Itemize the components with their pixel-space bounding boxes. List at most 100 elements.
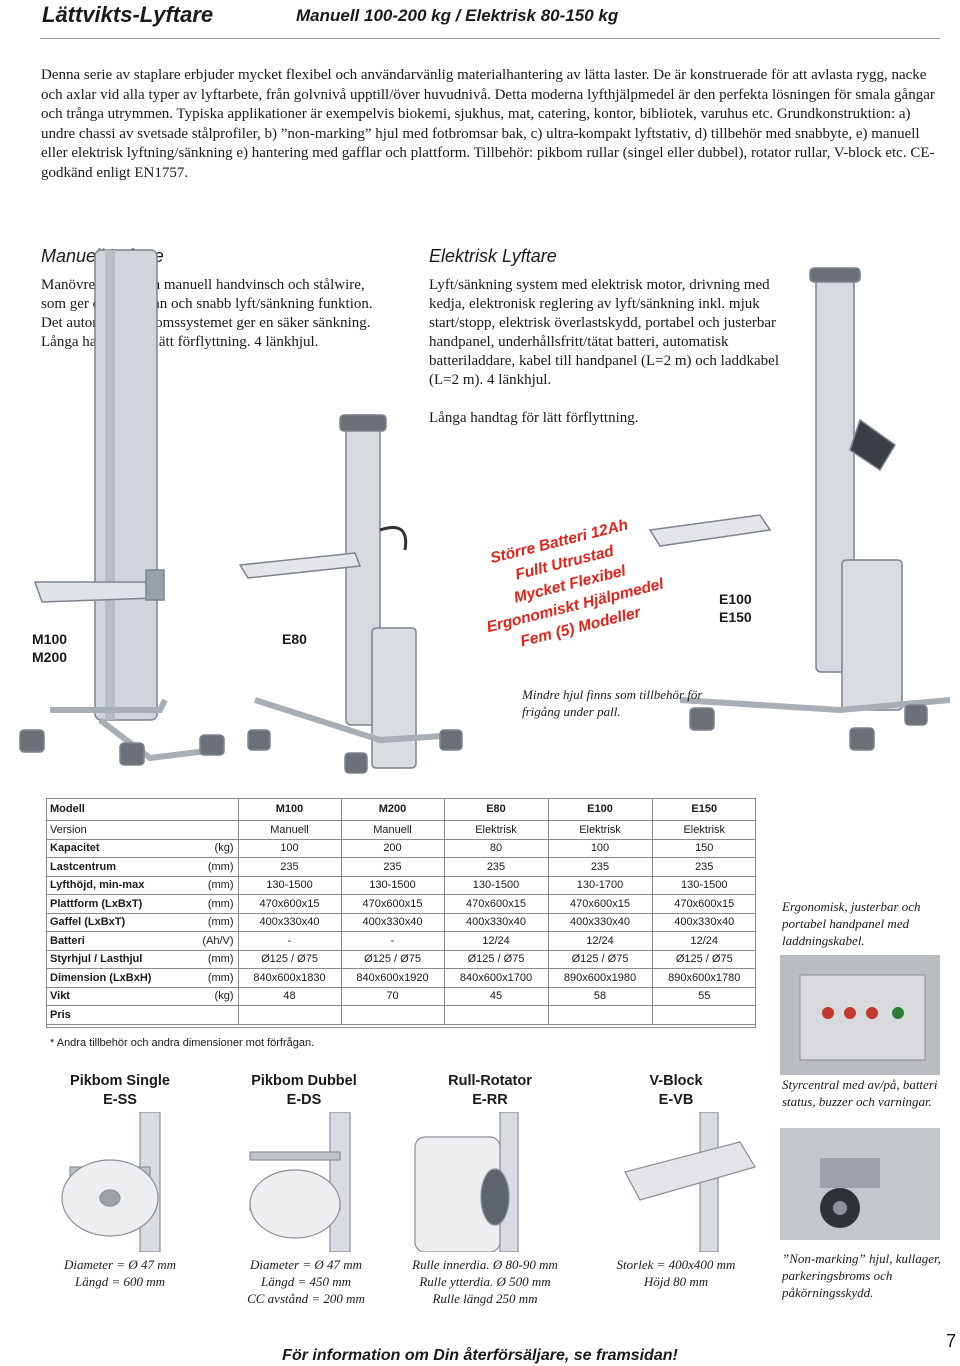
table-cell: 235 bbox=[237, 857, 341, 877]
table-cell: 235 bbox=[651, 857, 756, 877]
table-row-label: Styrhjul / Lasthjul bbox=[46, 950, 186, 969]
table-row-label: Plattform (LxBxT) bbox=[46, 894, 186, 914]
product-illustration bbox=[19, 249, 951, 774]
table-row-unit: (kg) bbox=[186, 839, 238, 858]
table-row-unit: (Ah/V) bbox=[186, 931, 238, 951]
accessory-desc-double: Diameter = Ø 47 mm Längd = 450 mm CC avs… bbox=[247, 1257, 365, 1306]
table-cell: 100 bbox=[547, 839, 652, 858]
table-cell: 100 bbox=[237, 839, 341, 858]
table-row: Pris bbox=[46, 1005, 756, 1025]
accessory-desc-single: Diameter = Ø 47 mm Längd = 600 mm bbox=[63, 1257, 177, 1289]
table-cell: 55 bbox=[651, 987, 756, 1006]
table-cell: 130-1500 bbox=[651, 876, 756, 895]
accessory-name: V-Block bbox=[649, 1073, 703, 1089]
e80-lift-image bbox=[238, 414, 463, 774]
table-row-label: Pris bbox=[46, 1005, 186, 1025]
table-row-label: Vikt bbox=[46, 987, 186, 1006]
electric-description: Lyft/sänkning system med elektrisk motor… bbox=[429, 277, 779, 388]
table-row-label: Gaffel (LxBxT) bbox=[46, 913, 186, 932]
table-cell: Elektrisk bbox=[651, 820, 756, 840]
table-header-model: M200 bbox=[340, 798, 444, 821]
accessory-code: E-SS bbox=[103, 1092, 137, 1108]
table-header-model: E80 bbox=[443, 798, 548, 821]
table-cell: 12/24 bbox=[443, 931, 548, 951]
table-row-label: Kapacitet bbox=[46, 839, 186, 858]
table-row-unit: (mm) bbox=[186, 913, 238, 932]
accessory-code: E-RR bbox=[472, 1092, 508, 1108]
page-title: Lättvikts-Lyftare bbox=[42, 2, 214, 27]
table-cell: 45 bbox=[443, 987, 548, 1006]
model-label-e100-e150: E100 E150 bbox=[719, 591, 752, 625]
m100-lift-image bbox=[19, 249, 225, 766]
intro-paragraph: Denna serie av staplare erbjuder mycket … bbox=[41, 67, 935, 181]
table-row-unit: (mm) bbox=[186, 894, 238, 914]
table-cell: 12/24 bbox=[651, 931, 756, 951]
table-cell: 130-1500 bbox=[443, 876, 548, 895]
table-cell: 840x600x1830 bbox=[237, 968, 341, 988]
caption-control-center: Styrcentral med av/på, batteri status, b… bbox=[782, 1077, 938, 1109]
table-cell: - bbox=[340, 931, 444, 951]
accessory-heading-vblock: V-Block E-VB bbox=[606, 1072, 746, 1110]
caption-ergonomic-panel: Ergonomisk, justerbar och portabel handp… bbox=[782, 899, 921, 948]
table-cell: Manuell bbox=[237, 820, 341, 840]
accessory-name: Rull-Rotator bbox=[448, 1073, 532, 1089]
e100-lift-image bbox=[648, 267, 951, 751]
table-cell: 890x600x1980 bbox=[547, 968, 652, 988]
table-row-unit: (mm) bbox=[186, 876, 238, 895]
table-header-model: E150 bbox=[651, 798, 756, 821]
table-cell: 470x600x15 bbox=[443, 894, 548, 914]
table-header-row: Modell M100 M200 E80 E100 E150 bbox=[46, 798, 756, 821]
table-row-unit: (mm) bbox=[186, 950, 238, 969]
header-rule bbox=[40, 38, 940, 39]
table-cell: 400x330x40 bbox=[237, 913, 341, 932]
table-row-label: Batteri bbox=[46, 931, 186, 951]
table-cell: 70 bbox=[340, 987, 444, 1006]
table-cell: Manuell bbox=[340, 820, 444, 840]
model-label-m100-m200: M100 M200 bbox=[32, 631, 68, 665]
table-footnote: * Andra tillbehör och andra dimensioner … bbox=[50, 1037, 315, 1049]
table-row-label: Lyfthöjd, min-max bbox=[46, 876, 186, 895]
table-header-model: E100 bbox=[547, 798, 652, 821]
electric-description-2: Långa handtag för lätt förflyttning. bbox=[429, 410, 639, 426]
accessory-desc-rotator: Rulle innerdia. Ø 80-90 mm Rulle ytterdi… bbox=[412, 1257, 558, 1306]
table-cell: 470x600x15 bbox=[237, 894, 341, 914]
spec-table: Modell M100 M200 E80 E100 E150 Version Ma… bbox=[46, 798, 756, 1025]
table-cell: 130-1500 bbox=[237, 876, 341, 895]
table-row-label: Lastcentrum bbox=[46, 857, 186, 877]
table-row-label: Version bbox=[46, 820, 186, 840]
table-cell: 470x600x15 bbox=[651, 894, 756, 914]
table-cell: Ø125 / Ø75 bbox=[651, 950, 756, 969]
table-cell: 235 bbox=[443, 857, 548, 877]
table-cell: 58 bbox=[547, 987, 652, 1006]
table-cell: 130-1700 bbox=[547, 876, 652, 895]
page-subtitle: Manuell 100-200 kg / Elektrisk 80-150 kg bbox=[296, 6, 619, 25]
table-header-label: Modell bbox=[46, 798, 186, 821]
caption-non-marking-wheels: ”Non-marking” hjul, kullager, parkerings… bbox=[782, 1251, 941, 1300]
table-cell bbox=[340, 1005, 444, 1025]
table-header-model: M100 bbox=[237, 798, 341, 821]
table-cell: Ø125 / Ø75 bbox=[237, 950, 341, 969]
accessory-name: Pikbom Dubbel bbox=[251, 1073, 357, 1089]
table-cell: 840x600x1920 bbox=[340, 968, 444, 988]
accessory-heading-double: Pikbom Dubbel E-DS bbox=[234, 1072, 374, 1110]
table-cell: Ø125 / Ø75 bbox=[443, 950, 548, 969]
table-cell: 400x330x40 bbox=[443, 913, 548, 932]
table-cell bbox=[237, 1005, 341, 1025]
table-row-unit bbox=[186, 820, 238, 840]
table-cell: 400x330x40 bbox=[340, 913, 444, 932]
table-cell: 470x600x15 bbox=[340, 894, 444, 914]
table-cell bbox=[651, 1005, 756, 1025]
table-row-unit bbox=[186, 1005, 238, 1025]
wheel-image bbox=[780, 1128, 940, 1240]
accessory-heading-rotator: Rull-Rotator E-RR bbox=[420, 1072, 560, 1110]
table-cell: 48 bbox=[237, 987, 341, 1006]
accessory-name: Pikbom Single bbox=[70, 1073, 170, 1089]
